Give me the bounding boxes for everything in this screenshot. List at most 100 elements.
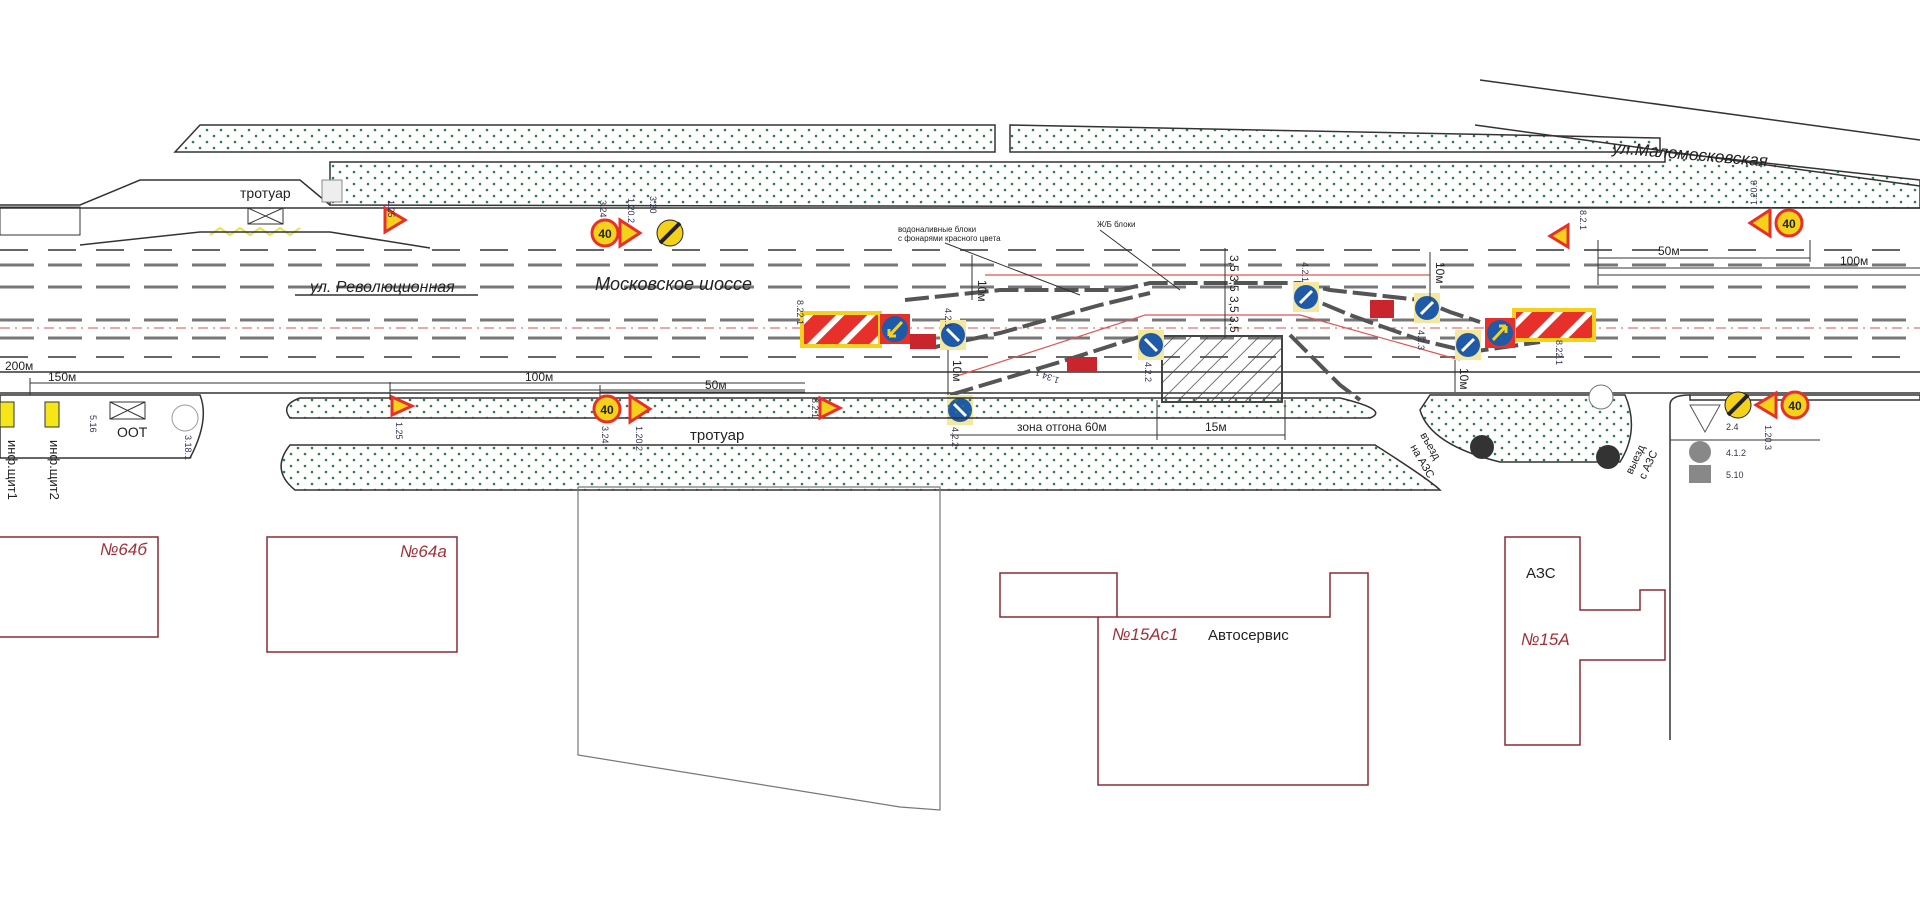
info-board-2-label: инф.щит2 (47, 440, 62, 500)
arrow-board-right (1512, 308, 1596, 342)
building-64a: №64а (400, 542, 447, 561)
keep-left-sign-icon (1293, 282, 1319, 312)
speed-limit-sign-icon: 40 (590, 218, 620, 248)
building-15ac1: №15Ас1 (1112, 625, 1178, 644)
svg-text:1.20.2: 1.20.2 (634, 426, 644, 451)
svg-text:3.18.1: 3.18.1 (183, 435, 193, 460)
narrowing-sign-icon (1753, 390, 1778, 420)
dim-50m-right: 50м (1658, 244, 1680, 258)
info-board-1 (0, 401, 15, 428)
street-name-revolutsionnaya: ул. Революционная (309, 279, 455, 296)
info-board-2 (44, 401, 60, 428)
keep-right-sign-icon (940, 320, 966, 350)
top-green-strips (0, 124, 1920, 209)
turn-sign-icon (171, 404, 199, 432)
lane-width: 3,5 (1227, 255, 1241, 272)
road-works-sign-icon (1547, 222, 1570, 250)
svg-text:5.16: 5.16 (88, 415, 98, 433)
sidewalk-bottom-label: тротуар (690, 427, 744, 444)
svg-text:3.24: 3.24 (600, 426, 610, 444)
svg-text:4.2.2: 4.2.2 (1143, 362, 1153, 382)
arrow-board-left (800, 311, 882, 348)
svg-text:4.2.1: 4.2.1 (1300, 262, 1310, 282)
fenced-area (577, 486, 941, 811)
lane-width: 3,5 (1227, 296, 1241, 313)
speed-limit-sign-icon: 40 (1774, 208, 1804, 238)
svg-text:40: 40 (1782, 217, 1796, 231)
svg-text:1.20.3: 1.20.3 (1763, 425, 1773, 450)
dim-200m: 200м (5, 359, 33, 373)
chevron-sign-icon (910, 334, 936, 349)
annotation-water-blocks: с фонарями красного цвета (898, 234, 1001, 243)
keep-right-sign-icon (880, 314, 910, 344)
road-signs: 40 40 40 40 (383, 205, 1810, 425)
road-works-sign-icon (818, 395, 844, 421)
keep-side-signs (880, 282, 1515, 425)
left-building-outline (0, 206, 81, 236)
dim-150m: 150м (48, 370, 76, 384)
keep-right-sign-icon (1138, 330, 1164, 360)
svg-text:1.25: 1.25 (386, 200, 396, 218)
yield-sign-icon (1689, 404, 1721, 434)
svg-text:4.2.3: 4.2.3 (1416, 330, 1426, 350)
svg-text:40: 40 (1788, 399, 1802, 413)
keep-left-sign-icon (1414, 293, 1440, 323)
dim-50m: 50м (705, 378, 727, 392)
one-way-sign-icon (1689, 465, 1711, 483)
svg-text:8.22.1: 8.22.1 (1554, 340, 1564, 365)
zone-label: зона отгона 60м (1017, 420, 1107, 434)
turn-sign-icon (1588, 384, 1614, 410)
building-15a: №15А (1521, 630, 1570, 649)
autoservice-label: Автосервис (1208, 627, 1289, 644)
svg-text:8.2.1: 8.2.1 (810, 398, 820, 418)
lane-width: 3,5 (1227, 275, 1241, 292)
svg-text:40: 40 (598, 227, 612, 241)
buildings (0, 536, 1666, 786)
svg-text:4.2.2: 4.2.2 (950, 427, 960, 447)
dim-10m: 10м (1457, 368, 1471, 390)
svg-text:1.25: 1.25 (394, 422, 404, 440)
keep-left-sign-icon (1485, 318, 1515, 348)
sidewalk-top-label: тротуар (240, 185, 291, 201)
svg-text:1.20.2: 1.20.2 (626, 198, 636, 223)
narrowing-sign-icon (1747, 207, 1772, 239)
chevron-sign-icon (1067, 357, 1097, 372)
svg-text:1.34.1: 1.34.1 (1034, 368, 1061, 386)
narrowing-sign-icon (628, 393, 653, 425)
svg-text:3.24: 3.24 (598, 200, 608, 218)
road-works-sign-icon (390, 394, 416, 418)
building-64b: №64б (100, 540, 148, 559)
svg-text:5.10: 5.10 (1726, 470, 1744, 480)
svg-text:2.4: 2.4 (1726, 422, 1739, 432)
dim-100m: 100м (525, 370, 553, 384)
street-name-moskovskoe: Московское шоссе (595, 274, 752, 294)
dim-15m: 15м (1205, 420, 1227, 434)
malomoskovskaya-street (1474, 79, 1920, 187)
annotation-water-blocks: водоналивные блоки (898, 225, 976, 234)
bus-stop-label: ООТ (117, 424, 148, 440)
work-zone (1161, 335, 1283, 403)
no-entry-sign-icon (1596, 445, 1620, 469)
svg-text:1.20.3: 1.20.3 (1749, 180, 1759, 205)
dim-10m: 10м (1433, 262, 1447, 284)
speed-limit-sign-icon: 40 (592, 394, 622, 424)
no-entry-sign-icon (1470, 435, 1494, 459)
keep-left-sign-icon (1455, 330, 1481, 360)
svg-text:4.2.1: 4.2.1 (943, 308, 953, 328)
narrowing-sign-icon (618, 217, 643, 249)
svg-text:4.1.2: 4.1.2 (1726, 448, 1746, 458)
road-works-sign-icon (383, 205, 408, 235)
annotation-concrete-blocks: Ж/Б блоки (1097, 220, 1135, 229)
bus-stop-sign-icon (321, 179, 343, 203)
chevron-sign-icon (1370, 300, 1394, 318)
svg-text:8.2.1: 8.2.1 (1578, 210, 1588, 230)
gas-station-label: АЗС (1526, 565, 1556, 582)
svg-text:40: 40 (600, 403, 614, 417)
info-board-1-label: инф.щит1 (5, 440, 20, 500)
svg-text:3.20: 3.20 (648, 196, 658, 214)
dim-10m: 10м (950, 360, 964, 382)
dimension-lines (0, 240, 1920, 440)
detour-guides (959, 274, 1461, 376)
dim-100m-right: 100м (1840, 254, 1868, 268)
